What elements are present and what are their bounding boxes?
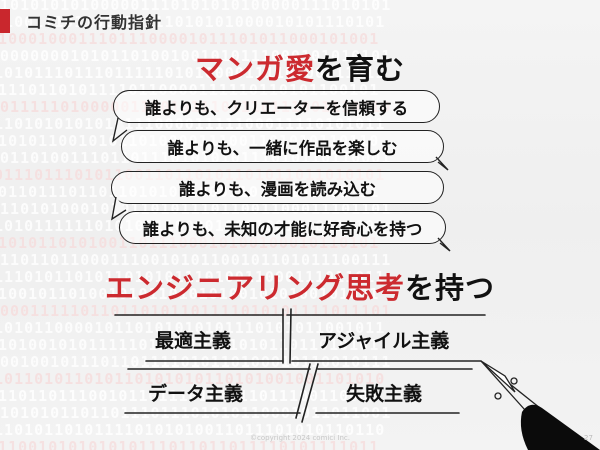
section-title-red: エンジニアリング思考	[104, 271, 405, 305]
speech-bubble-2: 誰よりも、一緒に作品を楽しむ	[121, 130, 444, 163]
binary-row: 1010010110100101011010101001010100101001	[0, 285, 380, 303]
binary-row: 0101010101000001110101010100000111010101	[0, 0, 392, 14]
section-title-engineering: エンジニアリング思考を持つ	[0, 265, 600, 307]
copyright-text: ©copyright 2024 comici Inc.	[250, 434, 350, 442]
binary-row: 0101101011010110101010110101001001101010	[0, 370, 386, 388]
binary-row: 1110101101011110101010011011101010110110	[0, 421, 386, 439]
section-title-black: を持つ	[405, 271, 496, 305]
value-optimalism: 最適主義	[155, 330, 232, 352]
bubble-text: 誰よりも、クリエーターを信頼する	[144, 98, 409, 118]
value-data-driven: データ主義	[148, 383, 244, 405]
binary-row: 0110110110001110010101100101101011100111	[0, 251, 392, 269]
section-title-black: を育む	[315, 52, 406, 86]
binary-row: 1011011011100101101110101011011100110001	[0, 387, 380, 405]
bubble-text: 誰よりも、一緒に作品を楽しむ	[167, 138, 398, 158]
binary-row: 1110011101100010111010101000010101110101	[0, 13, 386, 31]
section-title-red: マンガ愛	[194, 52, 315, 86]
header-accent-bar	[0, 9, 10, 33]
binary-row: 1001001011101101111010110100010110010111	[0, 353, 392, 371]
value-failure: 失敗主義	[346, 383, 423, 405]
binary-row: 1101011000010110101010101110101011001011	[0, 319, 386, 337]
bubble-text: 誰よりも、未知の才能に好奇心を持つ	[142, 219, 423, 239]
section-title-manga-love: マンガ愛を育む	[0, 46, 600, 88]
binary-row: 0000000010101101001001010111000101010101	[0, 47, 392, 65]
page-title: コミチの行動指針	[26, 13, 163, 32]
bubble-text: 誰よりも、漫画を読み込む	[178, 179, 377, 199]
speech-bubble-4: 誰よりも、未知の才能に好奇心を持つ	[119, 211, 446, 244]
page-number: 27	[584, 434, 593, 442]
speech-bubble-3: 誰よりも、漫画を読み込む	[111, 171, 444, 204]
binary-row: 0110001000111011100001011101011000101001	[0, 30, 380, 48]
binary-row: 0101011101110111110101000011110000011011	[0, 64, 386, 82]
binary-row: 1111010110101101010111010011000111011011	[0, 268, 386, 286]
binary-row: 0011001010101010111011011011110101111011	[0, 438, 380, 450]
speech-bubble-1: 誰よりも、クリエーターを信頼する	[113, 90, 440, 123]
value-agile: アジャイル主義	[318, 330, 450, 352]
